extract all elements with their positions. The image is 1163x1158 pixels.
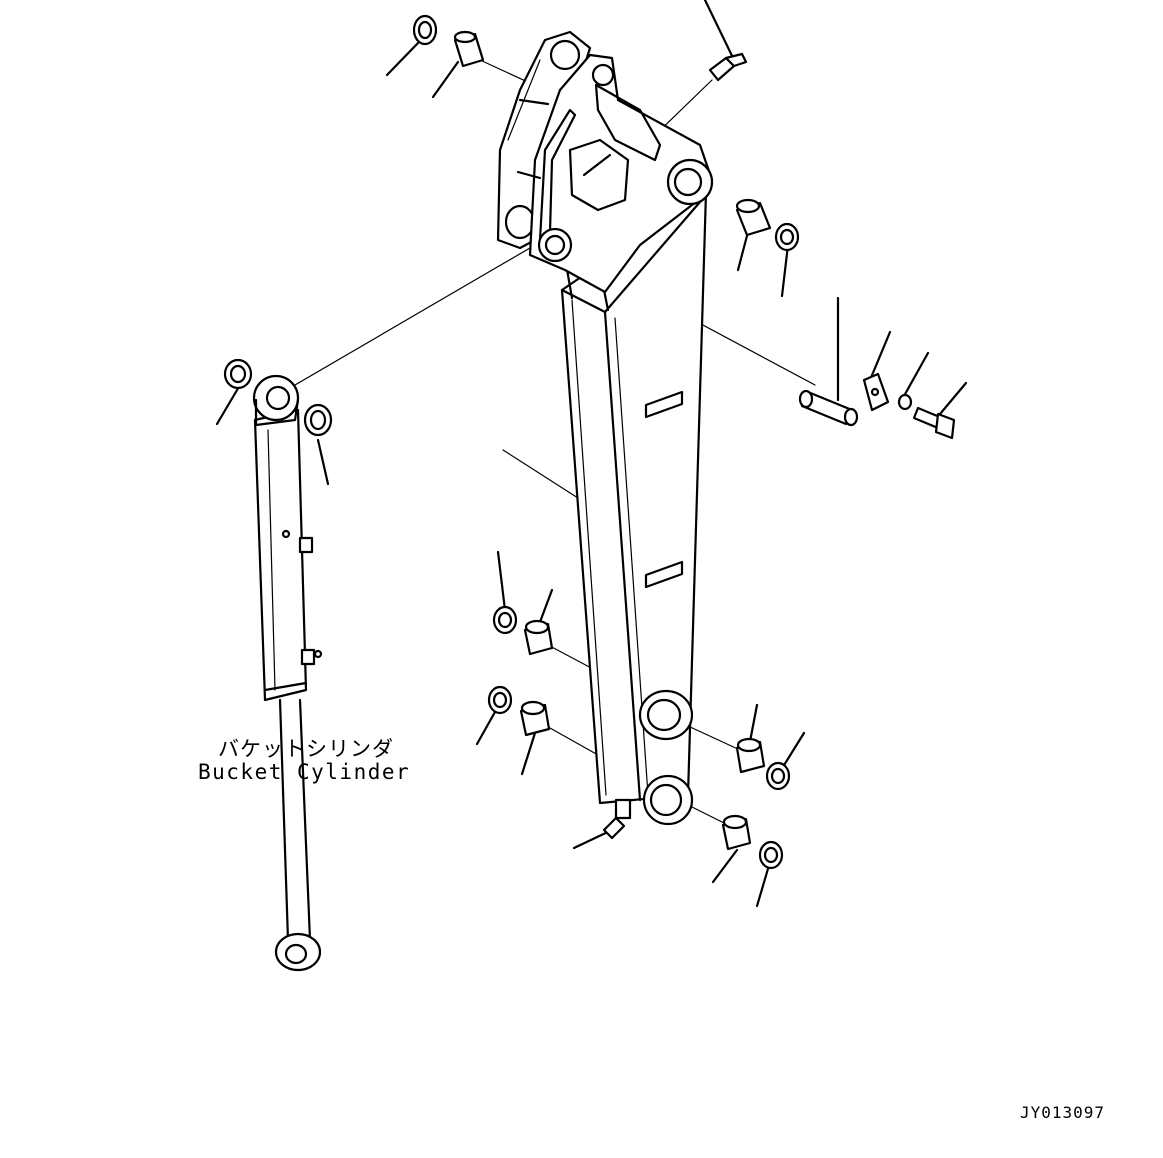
arm-body xyxy=(560,190,708,840)
callout-leaders xyxy=(215,0,968,908)
bucket-cylinder-drawing xyxy=(252,374,323,972)
arm-top-bracket xyxy=(496,30,714,294)
bucket-cylinder-label-jp: バケットシリンダ xyxy=(218,737,394,761)
pin-and-fasteners xyxy=(798,372,956,440)
drawing-code: JY013097 xyxy=(1020,1103,1106,1122)
washers xyxy=(223,14,913,870)
bushings xyxy=(453,30,772,851)
grease-fitting xyxy=(708,52,748,82)
bucket-cylinder-label-en: Bucket Cylinder xyxy=(198,760,411,784)
